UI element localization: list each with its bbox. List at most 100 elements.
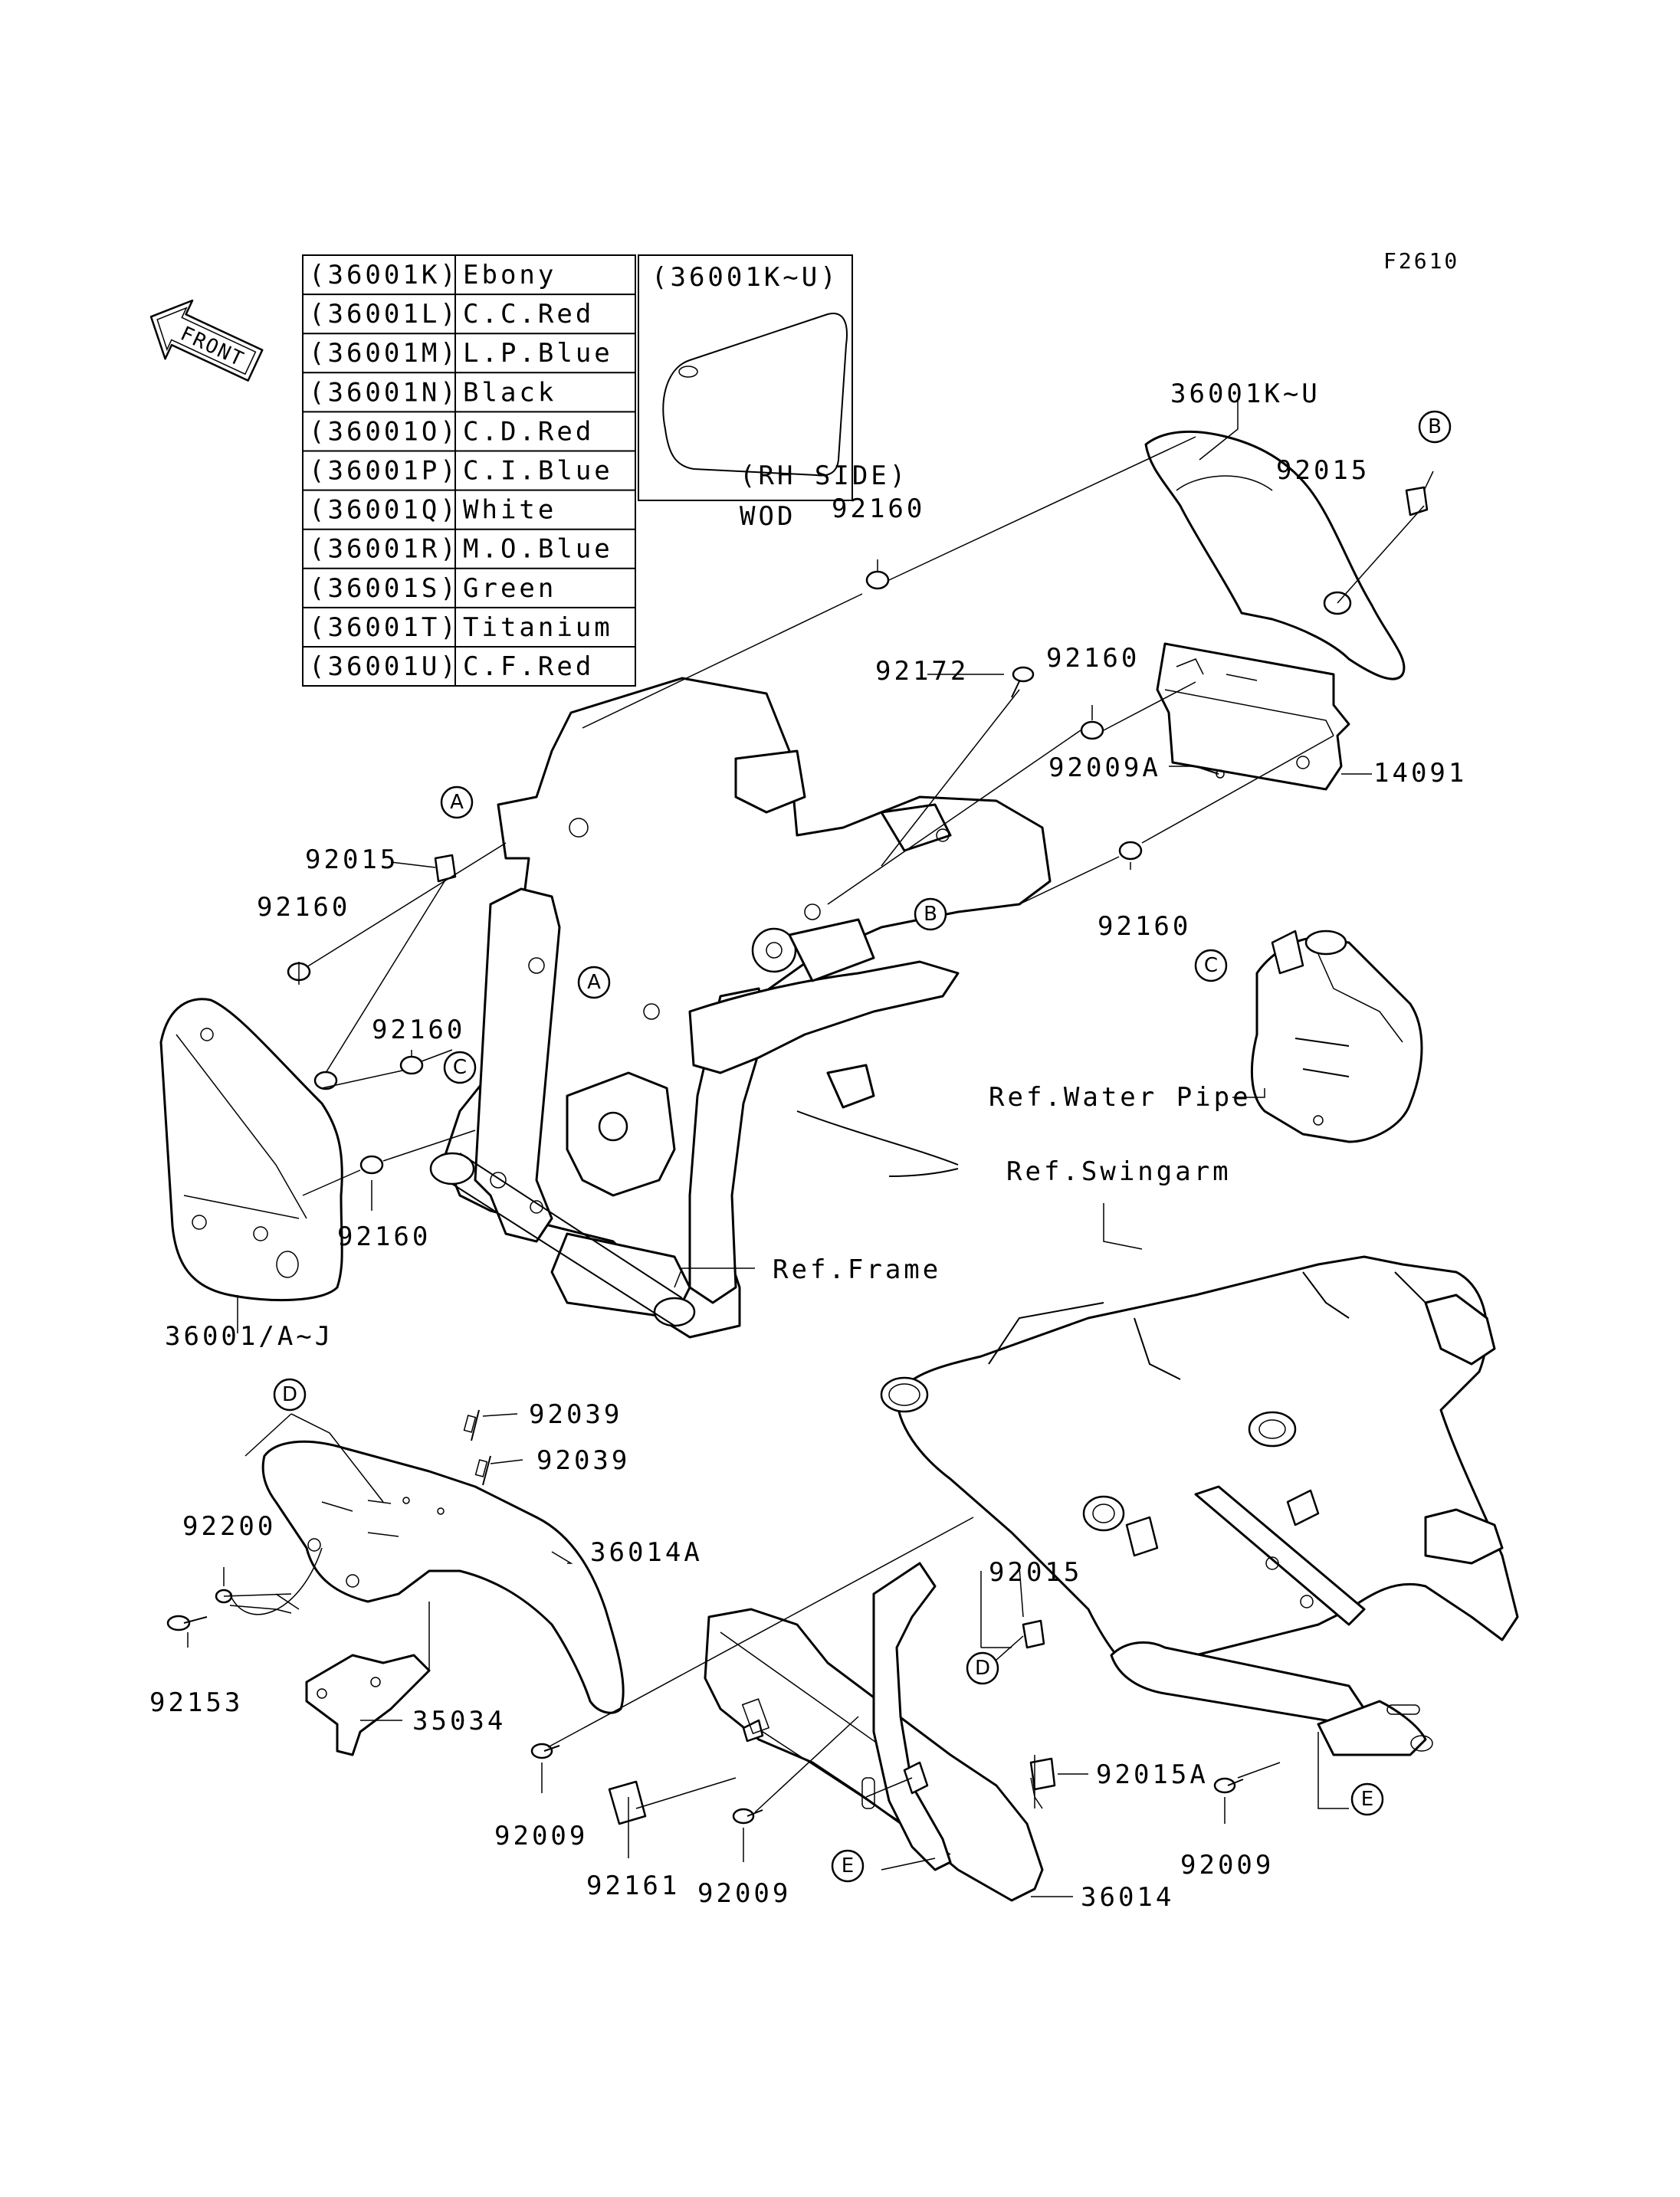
- table-code-cell: (36001T): [309, 612, 459, 643]
- battery-case: [1156, 642, 1350, 791]
- svg-text:C: C: [453, 1056, 467, 1079]
- table-code-cell: (36001Q): [309, 495, 459, 526]
- table-code-cell: (36001K): [309, 260, 459, 290]
- table-code-cell: (36001S): [309, 573, 459, 604]
- grommet-icon: [865, 570, 890, 590]
- leader-lines: [187, 398, 1434, 1897]
- bolt-icon: [1195, 766, 1225, 779]
- label-92015A: 92015A: [1096, 1759, 1209, 1790]
- inset-below: WOD: [740, 501, 796, 532]
- table-color-cell: Green: [463, 573, 556, 604]
- table-color-cell: Titanium: [463, 612, 613, 643]
- table-code-cell: (36001R): [309, 534, 459, 565]
- label-92200: 92200: [182, 1511, 276, 1542]
- table-code-cell: (36001U): [309, 651, 459, 682]
- callout-e-right: E: [1350, 1782, 1384, 1816]
- table-code-cell: (36001P): [309, 456, 459, 487]
- side-cover-left: [159, 998, 343, 1302]
- label-92160-b: 92160: [1046, 643, 1140, 674]
- table-code-cell: (36001L): [309, 299, 459, 330]
- svg-text:E: E: [842, 1854, 854, 1877]
- label-92160-left: 92160: [257, 892, 350, 923]
- inset-title: (36001K~U): [651, 262, 839, 293]
- svg-text:A: A: [450, 791, 464, 814]
- collar-icon: [434, 854, 457, 883]
- color-table: (36001K)Ebony(36001L)C.C.Red(36001M)L.P.…: [302, 254, 636, 687]
- collar-icon: [1405, 486, 1429, 516]
- table-color-cell: C.I.Blue: [463, 456, 613, 487]
- bolt-icon: [166, 1615, 208, 1631]
- callout-c-left: C: [443, 1051, 477, 1084]
- inset-caption: (RH SIDE): [740, 461, 908, 491]
- grommet-icon: [1118, 841, 1143, 861]
- pad-icon: [608, 1780, 647, 1825]
- svg-text:D: D: [975, 1657, 990, 1680]
- label-92015-left: 92015: [305, 844, 399, 875]
- label-92039-a: 92039: [529, 1399, 622, 1430]
- pin-icon: [474, 1455, 491, 1486]
- label-36014: 36014: [1081, 1882, 1174, 1913]
- bolt-icon: [732, 1808, 763, 1825]
- grommet-icon: [1080, 720, 1104, 740]
- chain-guard-lower: [704, 1608, 1044, 1902]
- svg-text:A: A: [587, 971, 601, 994]
- grommet-icon: [399, 1055, 424, 1075]
- collar-icon: [1029, 1757, 1056, 1791]
- svg-text:E: E: [1361, 1788, 1373, 1811]
- table-color-cell: White: [463, 495, 556, 526]
- bolt-icon: [1011, 666, 1035, 698]
- table-color-cell: M.O.Blue: [463, 534, 613, 565]
- figure-code: F2610: [1383, 248, 1459, 274]
- bracket: [305, 1654, 431, 1756]
- front-arrow-icon: FRONT: [149, 299, 264, 382]
- label-ref-swingarm: Ref.Swingarm: [1006, 1156, 1232, 1187]
- table-color-cell: C.F.Red: [463, 651, 594, 682]
- label-92015-top: 92015: [1276, 455, 1370, 486]
- callout-d-lower: D: [966, 1651, 999, 1685]
- bolt-icon: [530, 1743, 560, 1759]
- water-pipe-cover: [1251, 930, 1423, 1143]
- frame-assembly: [429, 677, 1052, 1339]
- svg-text:B: B: [924, 903, 937, 926]
- label-92160-c: 92160: [1098, 911, 1191, 942]
- table-color-cell: L.P.Blue: [463, 338, 613, 369]
- table-color-cell: C.D.Red: [463, 416, 594, 447]
- label-92009A: 92009A: [1048, 753, 1161, 783]
- svg-text:D: D: [282, 1383, 297, 1406]
- bolt-icon: [1213, 1777, 1244, 1794]
- callout-a-frame: A: [577, 966, 611, 999]
- callout-e-lower: E: [831, 1849, 865, 1883]
- label-92009-right: 92009: [1180, 1850, 1274, 1881]
- grommet-icon: [359, 1155, 384, 1175]
- label-92009-mid: 92009: [697, 1878, 791, 1909]
- table-code-cell: (36001N): [309, 377, 459, 408]
- label-92039-b: 92039: [536, 1445, 630, 1476]
- table-code-cell: (36001O): [309, 416, 459, 447]
- label-92160-a: 92160: [832, 494, 925, 524]
- label-92009-left: 92009: [494, 1821, 588, 1851]
- chain-guard-upper: [261, 1440, 625, 1714]
- side-cover-rh-icon: [662, 313, 848, 477]
- callout-b-frame: B: [914, 897, 947, 931]
- label-ref-frame: Ref.Frame: [773, 1254, 941, 1285]
- table-color-cell: C.C.Red: [463, 299, 594, 330]
- svg-text:B: B: [1428, 415, 1442, 438]
- collar-icon: [1022, 1619, 1045, 1649]
- label-36014A: 36014A: [590, 1537, 703, 1568]
- table-color-cell: Black: [463, 377, 556, 408]
- label-92161: 92161: [586, 1871, 680, 1901]
- table-code-cell: (36001M): [309, 338, 459, 369]
- callout-a-top: A: [440, 785, 474, 819]
- label-92160-low: 92160: [337, 1221, 431, 1252]
- part-labels: 36001K~U 92015 92160 92172 92160 92009A …: [149, 379, 1464, 1913]
- label-36001KU: 36001K~U: [1170, 379, 1321, 409]
- label-35034: 35034: [412, 1706, 506, 1736]
- label-92160-mid: 92160: [372, 1015, 465, 1045]
- label-92153: 92153: [149, 1687, 243, 1718]
- callout-c-right: C: [1194, 949, 1228, 982]
- label-36001AJ: 36001/A~J: [165, 1321, 333, 1352]
- label-92015-low: 92015: [989, 1557, 1082, 1588]
- table-color-cell: Ebony: [463, 260, 556, 290]
- inset-box: (36001K~U) (RH SIDE) WOD: [638, 254, 908, 532]
